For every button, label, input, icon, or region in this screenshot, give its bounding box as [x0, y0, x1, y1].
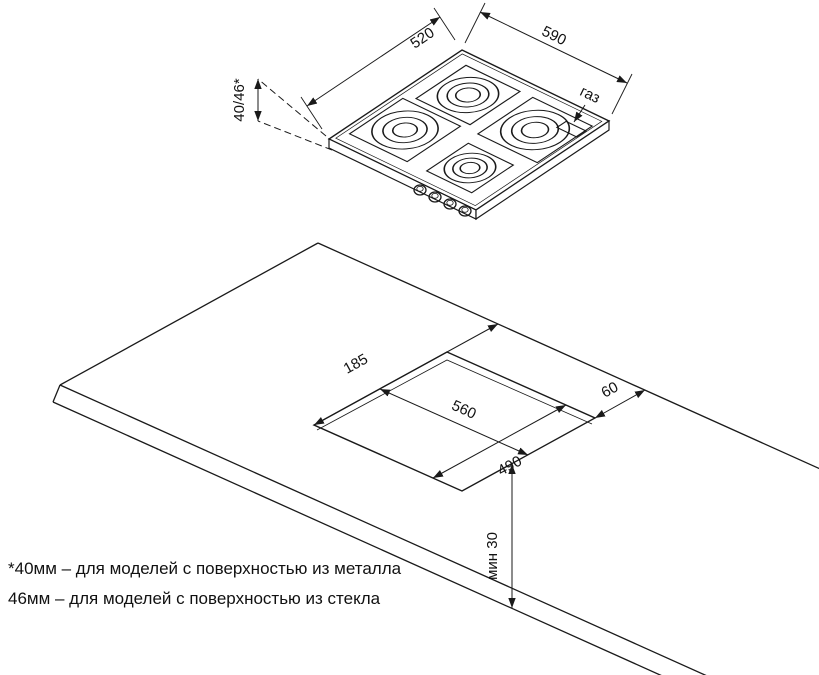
worktop-thickness-edge [52, 401, 662, 675]
knob-cap [431, 192, 439, 199]
projection-dashed-line [257, 120, 333, 151]
burner-ring-mid [452, 157, 488, 179]
burner-ring-outer [443, 152, 497, 184]
burner-ring-inner [391, 122, 419, 138]
dimension-line [594, 389, 646, 419]
extension-line [464, 2, 486, 44]
dim-label-side-offset: 60 [598, 379, 621, 402]
burner-ring-outer [371, 110, 439, 150]
dim-label-depth: 520 [407, 24, 437, 52]
burner-ring-mid [382, 116, 428, 144]
extension-line [611, 73, 633, 115]
dimension-line [432, 404, 567, 479]
worktop-view [52, 242, 819, 675]
worktop-front-edge [59, 384, 707, 675]
burner-front [425, 142, 515, 194]
dimension-line [313, 323, 499, 426]
dim-label-width: 590 [539, 23, 569, 49]
burner-ring-mid [510, 116, 560, 144]
knob [428, 191, 442, 203]
dim-label-height: 40/46* [231, 78, 248, 122]
burner-ring-inner [454, 87, 482, 103]
gas-connection [555, 120, 588, 138]
worktop-left-edge [59, 242, 319, 386]
pan-support [476, 96, 594, 164]
dim-label-front-min: мин 30 [484, 532, 501, 580]
gas-leader-arrow [573, 104, 586, 123]
burner-ring-inner [520, 121, 550, 139]
burner-right [476, 96, 594, 164]
dim-label-back-offset: 185 [341, 351, 371, 378]
knob [458, 205, 472, 217]
dim-min30: мин 30 [484, 464, 516, 608]
dimension-line [479, 11, 628, 84]
knob-cap [461, 206, 469, 213]
hob-view [327, 49, 611, 221]
footnote-glass: 46мм – для моделей с поверхностью из сте… [8, 589, 381, 608]
worktop-back-edge [317, 242, 819, 470]
gas-label: газ [577, 83, 603, 107]
hob-side-right [475, 119, 610, 221]
hob-top-surface [327, 49, 611, 211]
extension-line [433, 7, 456, 41]
knob-cap [446, 199, 454, 206]
gas-connection-box [555, 120, 588, 138]
control-knobs [413, 184, 472, 217]
footnote-metal: *40мм – для моделей с поверхностью из ме… [8, 559, 402, 578]
projection-dashed-line [257, 78, 327, 137]
burner-ring-outer [499, 109, 571, 151]
knob-cap [416, 185, 424, 192]
worktop-left-cap [52, 384, 61, 403]
dim-60: 60 [594, 379, 646, 419]
pan-support [348, 97, 462, 163]
dimension-line [306, 16, 441, 107]
knob [413, 184, 427, 196]
footnotes: *40мм – для моделей с поверхностью из ме… [8, 559, 402, 608]
extension-line [300, 96, 323, 130]
burner-ring-mid [446, 82, 490, 108]
dim-height: 40/46* [231, 78, 333, 151]
burner-left [348, 97, 462, 163]
knob [443, 198, 457, 210]
burner-ring-inner [459, 161, 481, 175]
pan-support [425, 142, 515, 194]
